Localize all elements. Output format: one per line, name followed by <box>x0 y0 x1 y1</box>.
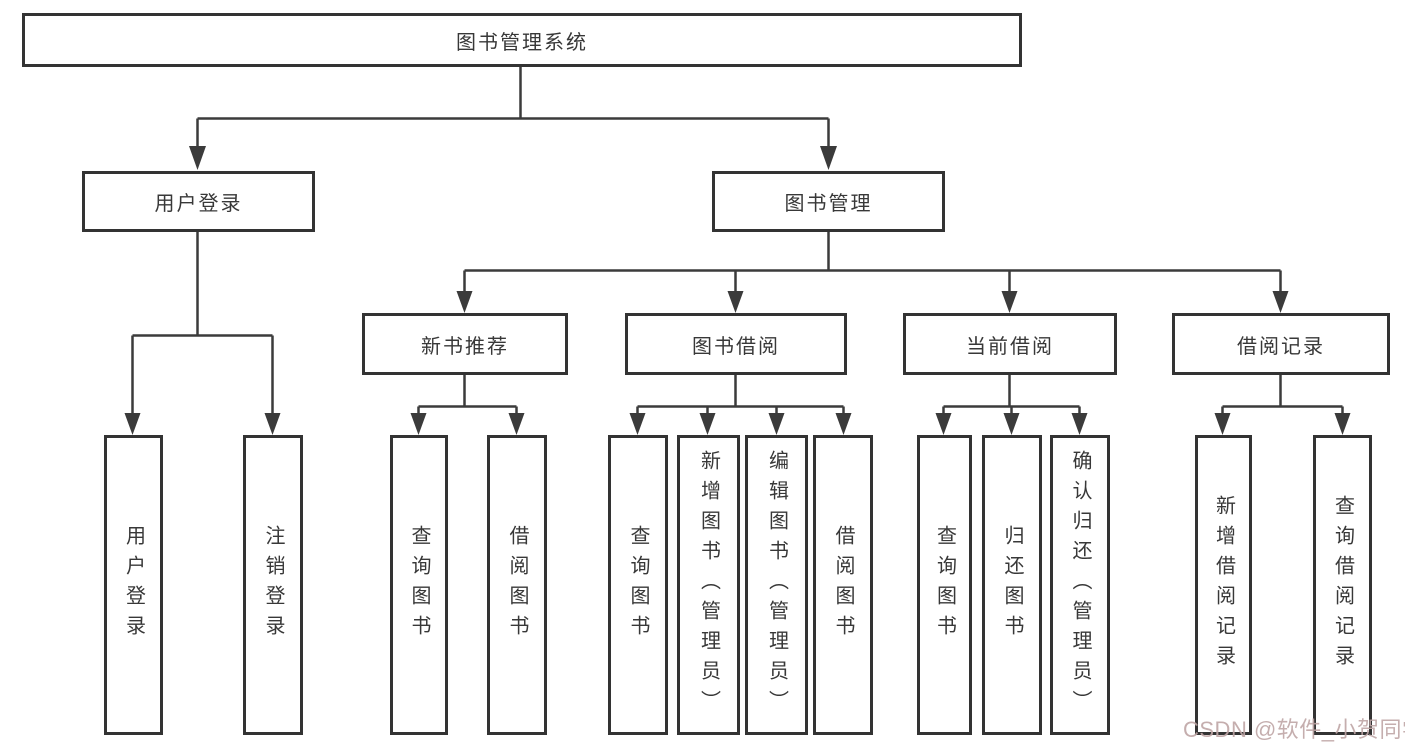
leaf-query-borrow-record-label: 查询借阅记录 <box>1331 495 1354 675</box>
leaf-add-borrow-record-label: 新增借阅记录 <box>1212 495 1235 675</box>
leaf-add-books-admin-label: 新增图书（管理员） <box>697 450 720 720</box>
leaf-edit-books-admin-label: 编辑图书（管理员） <box>765 450 788 720</box>
leaf-query-books-1-label: 查询图书 <box>408 525 430 645</box>
node-book-borrow: 图书借阅 <box>625 313 847 375</box>
leaf-borrow-books-2-label: 借阅图书 <box>832 525 854 645</box>
leaf-query-books-3-label: 查询图书 <box>933 525 956 645</box>
leaf-borrow-books-2: 借阅图书 <box>813 435 873 735</box>
node-root: 图书管理系统 <box>22 13 1022 67</box>
leaf-borrow-books-1: 借阅图书 <box>487 435 547 735</box>
node-borrow-records: 借阅记录 <box>1172 313 1390 375</box>
node-user-login: 用户登录 <box>82 171 315 232</box>
leaf-query-books-3: 查询图书 <box>917 435 972 735</box>
leaf-logout: 注销登录 <box>243 435 303 735</box>
node-current-borrow: 当前借阅 <box>903 313 1117 375</box>
watermark: CSDN @软件_小贺同学 <box>1183 717 1405 742</box>
leaf-query-books-2: 查询图书 <box>608 435 668 735</box>
leaf-user-login-label: 用户登录 <box>122 525 145 645</box>
node-new-book-recommend: 新书推荐 <box>362 313 568 375</box>
leaf-query-books-1: 查询图书 <box>390 435 448 735</box>
leaf-confirm-return-admin-label: 确认归还（管理员） <box>1069 450 1091 720</box>
leaf-query-books-2-label: 查询图书 <box>627 525 649 645</box>
node-book-borrow-label: 图书借阅 <box>692 335 780 358</box>
node-user-login-label: 用户登录 <box>154 193 243 215</box>
leaf-add-borrow-record: 新增借阅记录 <box>1195 435 1252 735</box>
node-book-management: 图书管理 <box>712 171 945 232</box>
tree-connector-line <box>131 67 1344 418</box>
node-root-label: 图书管理系统 <box>456 31 588 54</box>
node-new-book-recommend-label: 新书推荐 <box>421 335 509 358</box>
leaf-return-books: 归还图书 <box>982 435 1042 735</box>
leaf-query-borrow-record: 查询借阅记录 <box>1313 435 1372 735</box>
leaf-add-books-admin: 新增图书（管理员） <box>677 435 740 735</box>
node-book-management-label: 图书管理 <box>784 193 873 215</box>
leaf-user-login: 用户登录 <box>104 435 163 735</box>
leaf-logout-label: 注销登录 <box>262 525 284 645</box>
leaf-borrow-books-1-label: 借阅图书 <box>506 525 528 645</box>
leaf-return-books-label: 归还图书 <box>1001 525 1023 645</box>
node-current-borrow-label: 当前借阅 <box>966 335 1054 358</box>
leaf-edit-books-admin: 编辑图书（管理员） <box>745 435 808 735</box>
node-borrow-records-label: 借阅记录 <box>1237 335 1325 358</box>
leaf-confirm-return-admin: 确认归还（管理员） <box>1050 435 1110 735</box>
